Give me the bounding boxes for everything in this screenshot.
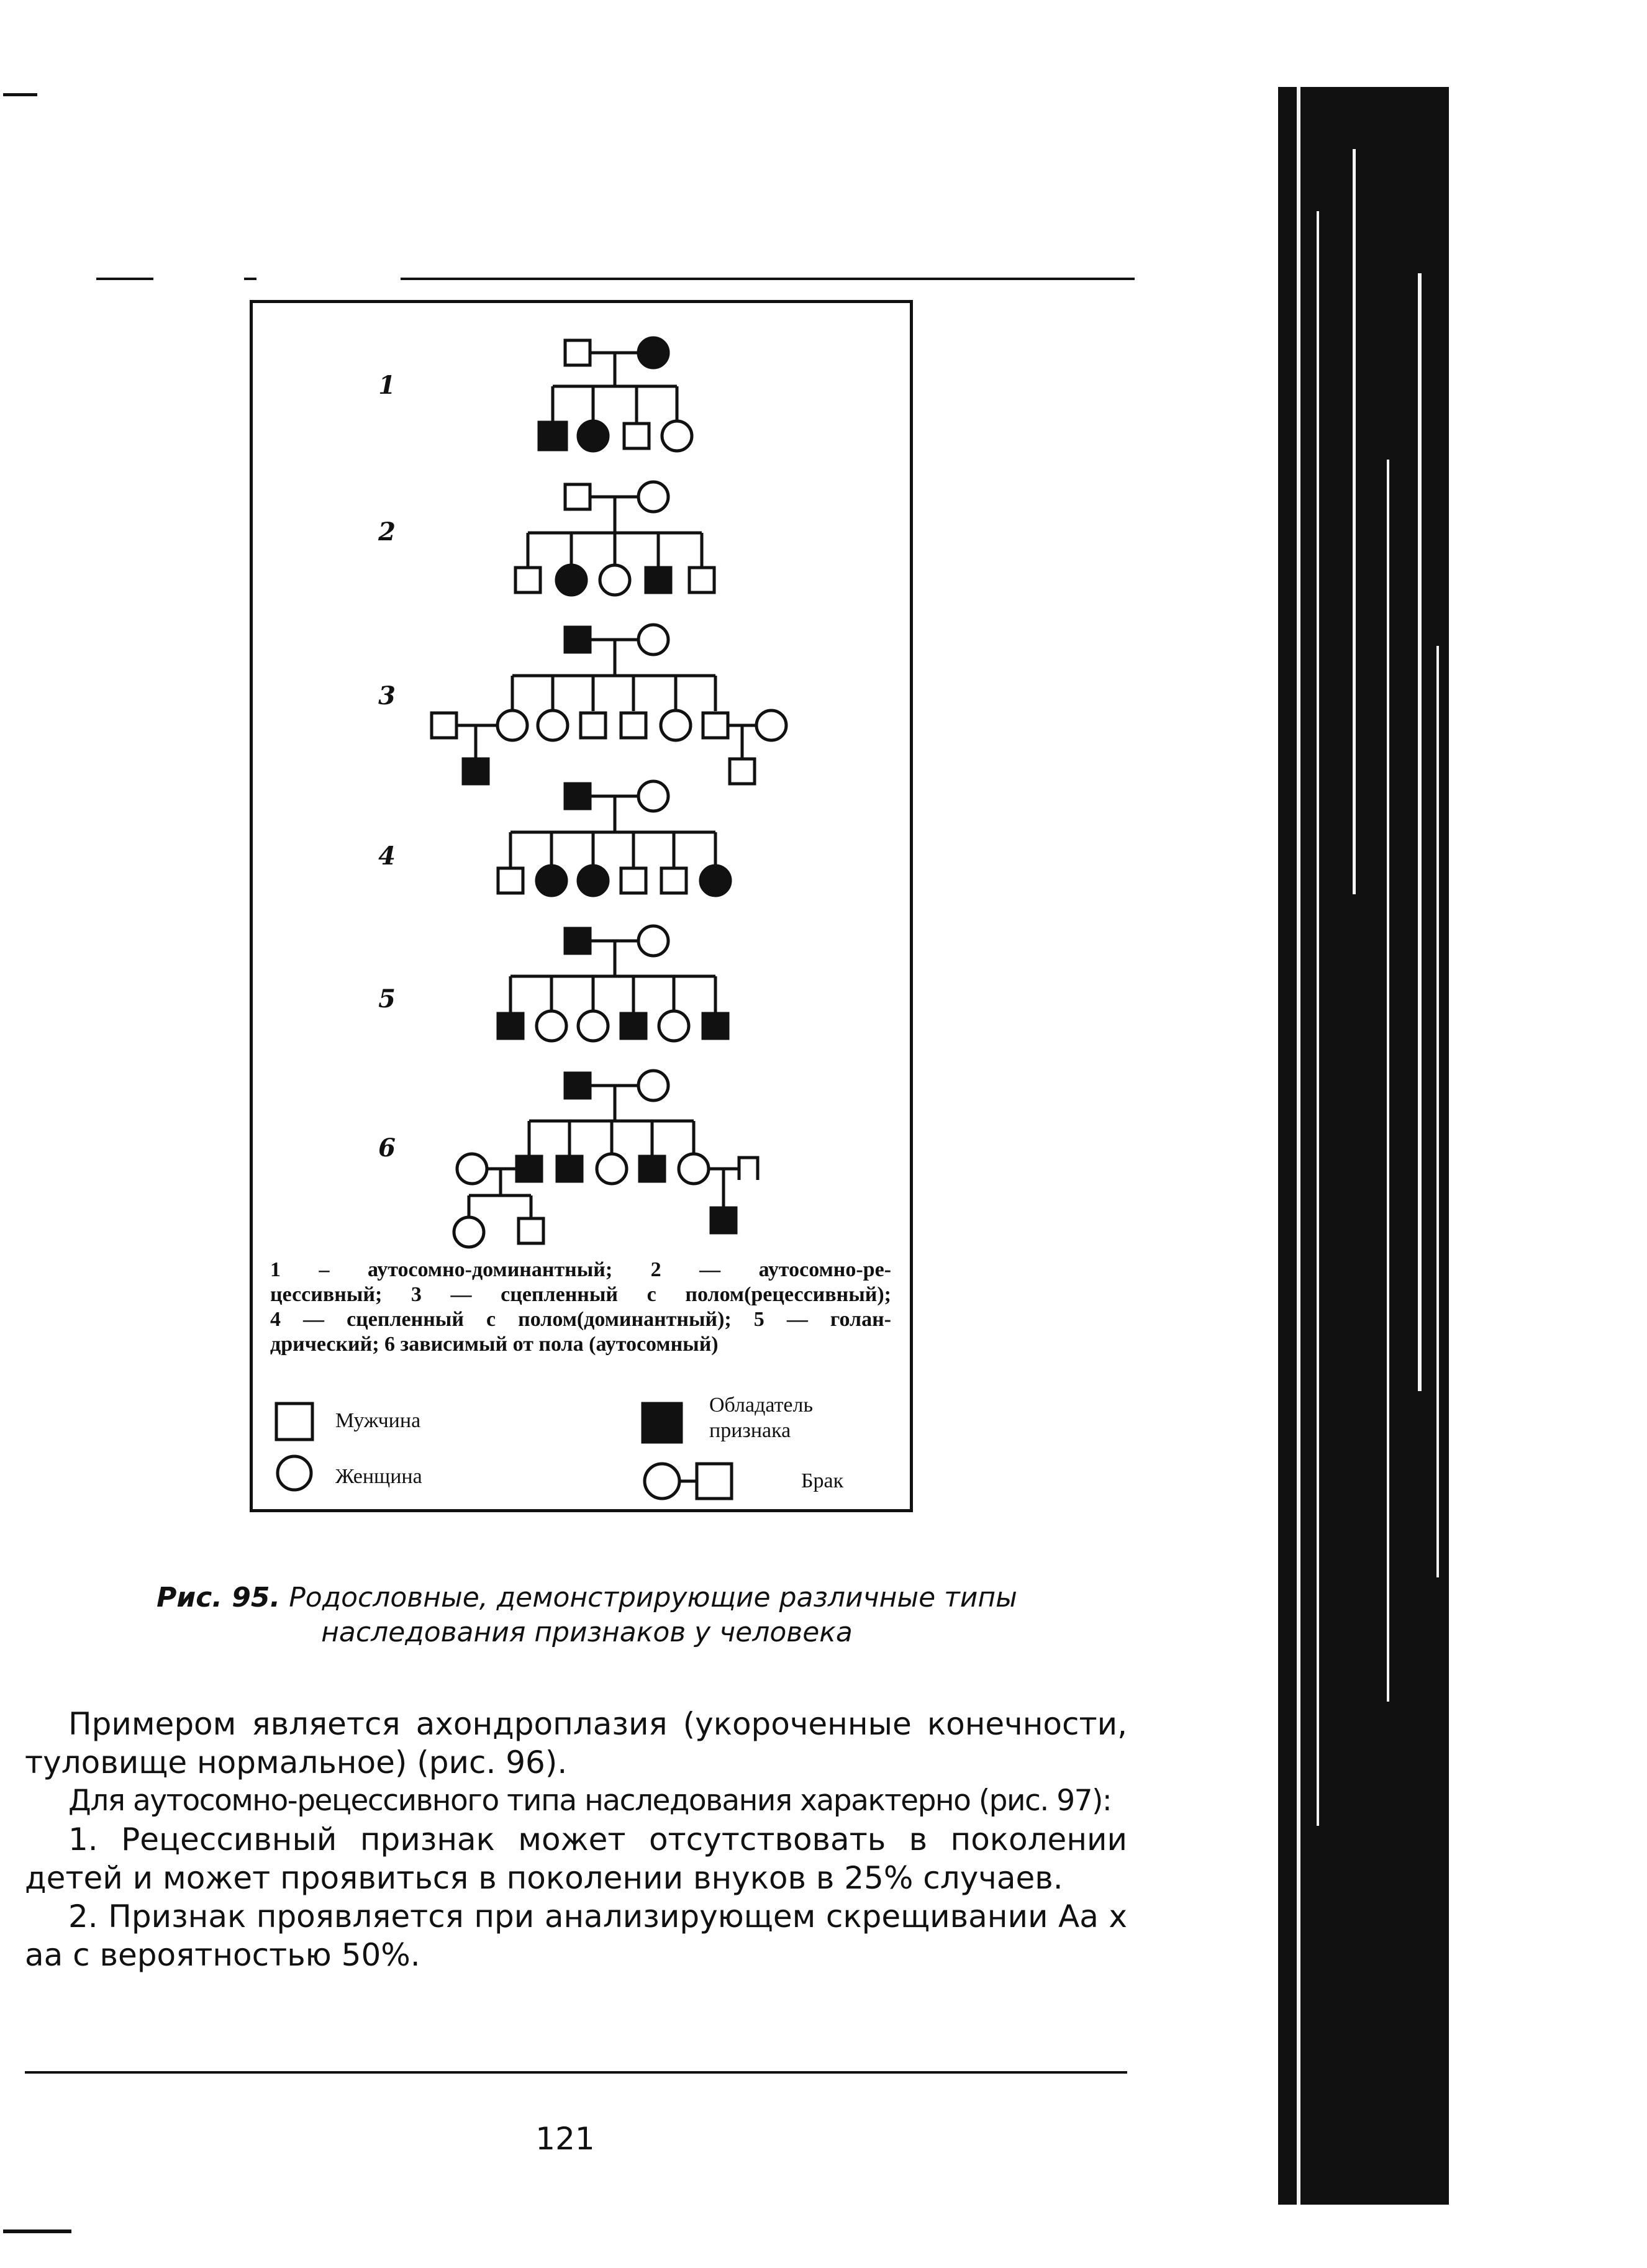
parent-male bbox=[563, 338, 592, 367]
legend-female-icon bbox=[276, 1454, 313, 1492]
paragraph: 1. Рецессивный признак может отсутствова… bbox=[25, 1821, 1127, 1896]
spouse-male bbox=[430, 711, 458, 740]
child-male-affected bbox=[496, 1012, 525, 1040]
generation-label-6: 6 bbox=[378, 1133, 396, 1163]
pedigree-5 bbox=[496, 924, 730, 1043]
child-female bbox=[677, 1152, 710, 1186]
corner-mark bbox=[3, 93, 37, 96]
child-male-affected bbox=[701, 1012, 730, 1040]
parent-female bbox=[637, 924, 670, 958]
child-female bbox=[535, 1009, 568, 1043]
child-female-affected bbox=[555, 563, 588, 597]
footer-rule bbox=[25, 2071, 1127, 2074]
legend-marriage-label: Брак bbox=[801, 1469, 844, 1492]
grandchild-male-affected bbox=[709, 1206, 738, 1235]
figure-key-text: 1 – аутосомно-доминантный; 2 — аутосомно… bbox=[270, 1258, 891, 1357]
grandchild-male-affected bbox=[461, 757, 490, 786]
pedigree-4 bbox=[496, 779, 732, 897]
legend-marriage-male-icon bbox=[695, 1462, 733, 1500]
figure-caption-line-2: наследования признаков у человека bbox=[321, 1617, 853, 1648]
generation-label-4: 4 bbox=[378, 841, 396, 871]
figure-caption: Рис. 95. Родословные, демонстрирующие ра… bbox=[118, 1581, 1056, 1650]
legend-affected-icon bbox=[641, 1402, 683, 1444]
child-male-affected bbox=[515, 1154, 543, 1183]
parent-male-affected bbox=[563, 927, 592, 955]
spouse-female bbox=[755, 709, 788, 742]
header-rule-right bbox=[401, 278, 1135, 280]
paragraph: Примером является ахондроплазия (укороче… bbox=[25, 1706, 1127, 1780]
parent-female bbox=[637, 1069, 670, 1102]
bottom-corner-mark bbox=[3, 2229, 71, 2233]
grandchild-female bbox=[452, 1215, 486, 1249]
legend-female-label: Женщина bbox=[335, 1465, 422, 1488]
child-female bbox=[496, 709, 529, 742]
pedigree-1 bbox=[537, 336, 694, 453]
legend-affected-label-1: Обладатель bbox=[709, 1394, 813, 1417]
parent-male-affected bbox=[563, 782, 592, 810]
grandchild-male bbox=[728, 757, 756, 786]
generation-label-2: 2 bbox=[378, 517, 396, 547]
child-male bbox=[660, 866, 688, 895]
parent-male-affected bbox=[563, 625, 592, 654]
child-female bbox=[660, 419, 694, 453]
child-male bbox=[701, 711, 730, 740]
child-male bbox=[619, 866, 648, 895]
figure-number: Рис. 95. bbox=[157, 1582, 281, 1613]
child-male bbox=[622, 422, 651, 450]
child-male-affected bbox=[537, 420, 568, 451]
parent-female bbox=[637, 480, 670, 514]
grandchild-male bbox=[517, 1217, 545, 1245]
child-male bbox=[496, 866, 525, 895]
pedigree-6 bbox=[452, 1069, 760, 1249]
generation-label-5: 5 bbox=[378, 984, 396, 1014]
book-spine-edge bbox=[1278, 87, 1449, 2205]
pedigree-2 bbox=[514, 480, 716, 597]
figure-key-line: дрический; 6 зависимый от пола (аутосомн… bbox=[270, 1333, 719, 1356]
child-female bbox=[657, 1009, 691, 1043]
child-male-affected bbox=[644, 566, 673, 594]
legend-marriage-female-icon bbox=[643, 1462, 681, 1500]
child-male-affected bbox=[619, 1012, 648, 1040]
page-number: 121 bbox=[535, 2121, 595, 2157]
child-female bbox=[598, 563, 632, 597]
figure-key-line: 4 — сцепленный с полом(доминантный); 5 —… bbox=[270, 1308, 891, 1331]
parent-male bbox=[563, 483, 592, 511]
parent-female bbox=[637, 623, 670, 656]
child-male-affected bbox=[638, 1154, 666, 1183]
figure-key-line: 1 – аутосомно-доминантный; 2 — аутосомно… bbox=[270, 1258, 891, 1281]
child-female bbox=[659, 709, 692, 742]
figure-caption-line-1: Родословные, демонстрирующие различные т… bbox=[289, 1582, 1017, 1613]
child-male bbox=[514, 566, 542, 594]
pedigree-diagram bbox=[274, 336, 788, 1500]
child-female-affected bbox=[576, 419, 610, 453]
child-female bbox=[536, 709, 569, 742]
parent-female-affected bbox=[637, 336, 670, 370]
body-text: Примером является ахондроплазия (укороче… bbox=[25, 1705, 1127, 1974]
child-male bbox=[619, 711, 648, 740]
child-male bbox=[687, 566, 716, 594]
child-female bbox=[595, 1152, 628, 1186]
header-rule-left bbox=[96, 278, 153, 280]
figure-key-line: цессивный; 3 — сцепленный с полом(рецесс… bbox=[270, 1283, 891, 1306]
parent-male-affected bbox=[563, 1071, 592, 1100]
legend-male-icon bbox=[274, 1402, 314, 1441]
child-female-affected bbox=[535, 864, 568, 897]
paragraph: 2. Признак проявляется при анализирующем… bbox=[25, 1898, 1127, 1973]
spouse-male bbox=[737, 1156, 760, 1180]
child-female bbox=[576, 1009, 610, 1043]
child-male-affected bbox=[555, 1154, 584, 1183]
figure-frame bbox=[250, 300, 913, 1512]
header-rule-mid bbox=[244, 278, 256, 280]
pedigree-3 bbox=[430, 623, 788, 786]
paragraph: Для аутосомно-рецессивного типа наследов… bbox=[68, 1784, 1112, 1818]
parent-female bbox=[637, 779, 670, 813]
generation-label-3: 3 bbox=[378, 681, 396, 710]
legend-affected-label-2: признака bbox=[709, 1419, 791, 1442]
child-male bbox=[579, 711, 607, 740]
legend-male-label: Мужчина bbox=[335, 1409, 421, 1432]
child-female-affected bbox=[699, 864, 732, 897]
generation-label-1: 1 bbox=[378, 371, 396, 400]
child-female-affected bbox=[576, 864, 610, 897]
spouse-female bbox=[455, 1152, 489, 1186]
